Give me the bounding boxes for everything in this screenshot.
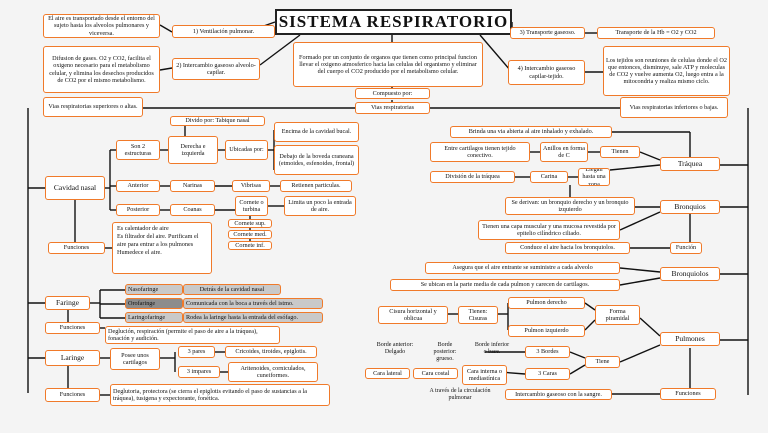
transporte-gaseoso-box: 3) Transporte gaseoso. — [510, 27, 585, 39]
forma-box: Forma piramidal — [595, 305, 640, 325]
nasal-funciones-box: Funciones — [48, 242, 105, 254]
nasal-func-item: Es filtrador del aire. Purificam el aire… — [117, 233, 199, 248]
ubicadas-box: Ubicadas por: — [225, 140, 268, 160]
pulmon-derecho-box: Pulmon derecho — [508, 297, 585, 309]
faringe-func-desc: Deglución, respiración (permite el paso … — [105, 326, 280, 344]
intercambio-sangre-box: Intercambio gaseoso con la sangre. — [505, 389, 612, 400]
pulmon-izquierdo-box: Pulmon izquierdo — [508, 325, 585, 337]
tejidos-text-box: Los tejidos son reuniones de celulas don… — [603, 46, 730, 96]
cornete-med-box: Cornete med. — [228, 230, 272, 239]
nasofaringe-desc-box: Detrás de la cavidad nasal — [183, 284, 281, 295]
funcion-box: Función — [670, 242, 702, 254]
cartilagos-box: Entre cartilagos tienen tejido conectivo… — [430, 142, 530, 162]
formado-text-box: Formado por un conjunto de organos que t… — [293, 42, 483, 87]
borde-inferior: Borde inferior o base. — [474, 342, 510, 355]
pulmones-box: Pulmones — [660, 332, 720, 346]
cisura-box: Cisura horizontal y oblicua — [378, 306, 448, 324]
conduce-box: Conduce el aire hacia los bronquiolos. — [505, 242, 630, 254]
orofaringe-box: Orofaringe — [125, 298, 183, 309]
cara-lateral-box: Cara lateral — [365, 368, 410, 379]
cornete-sup-box: Cornete sup. — [228, 219, 272, 228]
posee-box: Posee unos cartilagos — [110, 348, 160, 370]
laringe-func-desc: Deglutoria, protectora (se cierra el epi… — [110, 384, 330, 406]
bordes-box: 3 Bordes — [525, 346, 570, 358]
debajo-box: Debajo de la boveda craneana (etmoides, … — [274, 145, 359, 175]
nasal-func-list: Es calentador de aire Es filtrador del a… — [112, 222, 212, 274]
dividido-box: Divido por: Tabique nasal — [170, 116, 265, 126]
bronquios-box: Bronquios — [660, 200, 720, 214]
derivan-box: Se derivan: un bronquio derecho y un bro… — [505, 197, 635, 215]
faringe-box: Faringe — [45, 296, 90, 310]
hb-text-box: Transporte de la Hb = O2 y CO2 — [597, 27, 715, 39]
carina-box: Carina — [530, 171, 568, 183]
pares-desc-box: Cricoides, tiroides, epiglotis. — [225, 346, 317, 358]
cornete-inf-box: Cornete inf. — [228, 241, 272, 250]
page-title: SISTEMA RESPIRATORIO — [275, 9, 512, 35]
retienen-box: Retienen particulas. — [280, 180, 352, 192]
narinas-box: Narinas — [170, 180, 215, 192]
bronquiolos-box: Bronquiolos — [660, 267, 720, 281]
cavidad-nasal-box: Cavidad nasal — [45, 176, 105, 200]
nasal-func-item: Humedece el aire. — [117, 249, 162, 257]
cornete-turbina-box: Cornete o turbina — [235, 196, 268, 216]
vibrisas-box: Vibrisas — [232, 180, 270, 192]
encima-box: Encima de la cavidad bucal. — [274, 122, 359, 142]
ventilacion-box: 1) Ventilación pulmonar. — [172, 25, 275, 38]
cara-costal-box: Cara costal — [413, 368, 458, 379]
traves-text: A través de la circulación pulmonar — [429, 388, 491, 401]
derecha-box: Derecha e izquierda — [168, 136, 218, 164]
laringe-box: Laringe — [45, 350, 100, 366]
anillos-box: Anillos en forma de C — [540, 142, 588, 162]
limita-box: Limita un poco la entrada de aire. — [284, 196, 356, 216]
borde-anterior: Borde anterior: Delgado — [376, 342, 414, 355]
ubican-box: Se ubican en la parte media de cada pulm… — [390, 279, 620, 291]
cara-interna-box: Cara interna o mediastínica — [462, 365, 507, 385]
intercambio-alveolo-box: 2) Intercambio gaseoso alveolo- capilar. — [172, 58, 260, 80]
borde-posterior: Borde posterior: grueso. — [433, 342, 457, 362]
llegan-box: Llegan hasta una zona — [578, 168, 610, 186]
pares-box: 3 pares — [178, 346, 215, 358]
traquea-box: Tráquea — [660, 157, 720, 171]
intercambio-tejido-box: 4) Intercambio gaseoso capilar-tejido. — [508, 60, 585, 85]
anterior-box: Anterior — [116, 180, 160, 192]
caras-box: 3 Caras — [525, 368, 570, 380]
nasofaringe-box: Nasofaringe — [125, 284, 183, 295]
son2-box: Son 2 estructuras — [116, 140, 160, 160]
compuesto-box: Compuesto por: — [355, 88, 430, 99]
laringofaringe-desc-box: Rodea la laringe hasta la entrada del es… — [183, 312, 323, 323]
tienen-cisuras-box: Tienen: Cisuras — [458, 306, 498, 324]
capa-box: Tienen una capa muscular y una mucosa re… — [478, 220, 620, 240]
impares-box: 3 impares — [178, 366, 220, 378]
division-box: División de la tráquea — [430, 171, 515, 183]
nasal-func-item: Es calentador de aire — [117, 225, 169, 232]
asegura-box: Asegura que el aire entrante se suminist… — [425, 262, 620, 274]
brinda-box: Brinda una via abierta al aire inhalado … — [450, 126, 612, 138]
tienen-box: Tienen — [600, 146, 640, 158]
laringe-funciones-box: Funciones — [45, 388, 100, 402]
vias-inferiores-box: Vias respiratorias inferiores o bajas. — [620, 97, 728, 118]
posterior-box: Posterior — [116, 204, 160, 216]
orofaringe-desc-box: Comunicada con la boca a través del istm… — [183, 298, 323, 309]
coanas-box: Coanas — [170, 204, 215, 216]
tiene-box: Tiene — [585, 356, 620, 368]
difusion-text-box: Difusion de gases. O2 y CO2, facilita el… — [43, 46, 160, 93]
vias-respiratorias-box: Vias respiratorias — [355, 102, 430, 114]
pulmones-funciones-box: Funciones — [660, 388, 716, 400]
vias-superiores-box: Vias respiratorias superiores o altas. — [43, 97, 143, 117]
impares-desc-box: Aritenoides, corniculados, cuneiformes. — [228, 362, 318, 382]
faringe-funciones-box: Funciones — [45, 322, 100, 334]
transport-text-box: El aire es transportado desde el entorno… — [43, 14, 160, 38]
laringofaringe-box: Laringofaringe — [125, 312, 183, 323]
